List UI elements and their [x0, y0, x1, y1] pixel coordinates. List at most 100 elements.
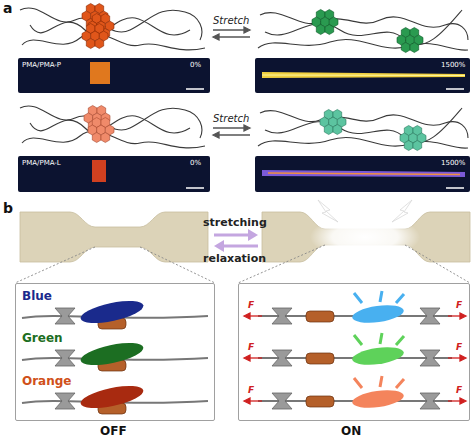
- pyrene: [82, 24, 108, 49]
- force-head: [460, 355, 466, 361]
- cone: [55, 350, 75, 366]
- state-box: ON: [238, 283, 470, 421]
- force-line: [448, 400, 462, 401]
- film-sample: [92, 160, 106, 182]
- strain-value: 0%: [190, 62, 201, 69]
- force-head: [244, 398, 250, 404]
- stretch-relax-arrows: [214, 229, 258, 252]
- color-label: Orange: [22, 375, 72, 387]
- chain: [258, 315, 452, 317]
- strain-value: 0%: [190, 160, 201, 167]
- process-label: Stretch: [213, 114, 249, 124]
- chain: [22, 358, 208, 360]
- photo-panel: 1500%: [255, 58, 470, 93]
- barrel: [98, 360, 126, 371]
- specimen-stretched: [262, 212, 470, 262]
- pyrene: [320, 110, 346, 135]
- polymer-chain: [260, 111, 468, 138]
- pyrene-separated: [320, 110, 426, 151]
- force-head: [460, 398, 466, 404]
- polymer-chain: [20, 106, 202, 138]
- chain: [258, 400, 452, 402]
- ray: [354, 333, 404, 345]
- arrow-line: [214, 234, 250, 237]
- force-line: [248, 315, 262, 316]
- polymer-chain: [258, 39, 468, 50]
- chain-lines: [258, 316, 452, 401]
- force-label: F: [248, 343, 254, 352]
- strain-value: 1500%: [441, 62, 465, 69]
- panel-letter: b: [3, 201, 13, 215]
- emitter-blue: [351, 302, 405, 325]
- on-chains: [244, 291, 466, 411]
- force-head: [244, 313, 250, 319]
- arrow-head: [244, 27, 250, 33]
- arrow-head: [213, 34, 219, 40]
- force-label: F: [248, 386, 254, 395]
- sample-name: PMA/PMA-L: [22, 160, 61, 167]
- polymer-chain: [22, 33, 205, 50]
- photo-panel: 1500%: [255, 156, 470, 192]
- color-label: Blue: [22, 290, 52, 302]
- specimen-relaxed: [20, 212, 208, 262]
- force-line: [248, 400, 262, 401]
- chain: [22, 316, 208, 318]
- chain: [258, 357, 452, 359]
- barrel: [98, 318, 126, 329]
- polymer-chain: [265, 108, 462, 143]
- force-label: F: [456, 343, 462, 352]
- barrel: [306, 311, 334, 322]
- force-line: [248, 357, 262, 358]
- color-label: Green: [22, 332, 63, 344]
- force-line: [448, 315, 462, 316]
- process-label: relaxation: [203, 253, 266, 264]
- emitter-orange: [351, 387, 405, 410]
- polymer-chain: [265, 10, 462, 45]
- arrow-head: [214, 240, 224, 252]
- scale-bar: [186, 187, 204, 189]
- film-stretched: [262, 72, 465, 78]
- emission-rays: [354, 291, 404, 388]
- cone: [420, 393, 440, 409]
- film-sample: [90, 62, 110, 84]
- pyrene: [88, 118, 114, 143]
- cone: [55, 308, 75, 324]
- state-label: OFF: [100, 425, 127, 437]
- reversible-arrow: [213, 27, 250, 138]
- scale-bar: [446, 187, 464, 189]
- leader-line: [238, 245, 325, 283]
- force-label: F: [456, 386, 462, 395]
- polymer-chain: [30, 116, 190, 133]
- off-chains: [22, 297, 208, 414]
- polymer-chain: [258, 137, 468, 148]
- leader-line: [405, 245, 470, 283]
- flash: [318, 200, 338, 222]
- pyrene: [84, 106, 110, 131]
- polymer-chain: [20, 8, 202, 40]
- cone: [55, 393, 75, 409]
- polymer-chain: [260, 13, 468, 40]
- arrow-line: [213, 29, 246, 30]
- arrow-line: [213, 127, 246, 128]
- ray: [354, 291, 404, 303]
- ray: [354, 376, 404, 388]
- cone: [272, 393, 292, 409]
- chain: [22, 401, 208, 403]
- force-label: F: [456, 301, 462, 310]
- pyrene: [397, 28, 423, 53]
- force-arrows: [244, 313, 466, 404]
- emitter-green: [79, 339, 145, 370]
- emitter-orange: [79, 382, 145, 413]
- scale-bars: [186, 89, 464, 188]
- force-head: [244, 355, 250, 361]
- scale-bar: [186, 88, 204, 90]
- arrow-line: [217, 134, 250, 135]
- arrow-line: [217, 36, 250, 37]
- emitter-blue: [79, 297, 145, 328]
- panel-letter: a: [3, 1, 12, 15]
- film-stretched: [262, 170, 465, 177]
- scale-bar: [446, 88, 464, 90]
- emission-glow: [310, 215, 420, 259]
- film-highlight: [262, 75, 465, 77]
